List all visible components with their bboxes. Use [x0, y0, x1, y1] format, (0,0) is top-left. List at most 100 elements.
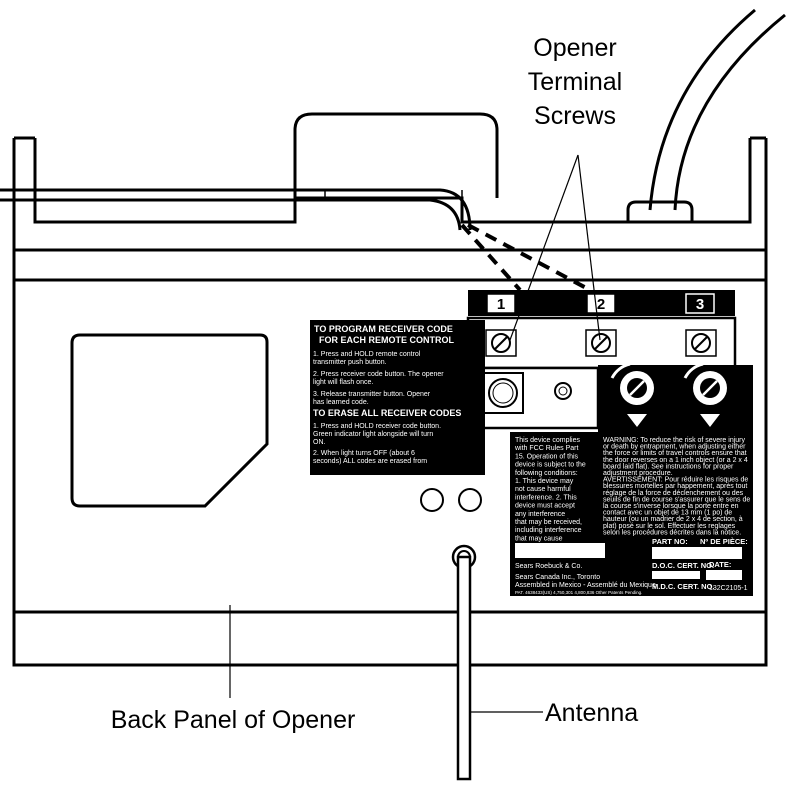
maker-line2: Sears Canada Inc., Toronto: [515, 574, 600, 581]
indicator-buttons: [420, 488, 482, 512]
terminal-2-label: 2: [597, 296, 605, 313]
warning-line: the force or limits of travel controls e…: [603, 450, 747, 457]
svg-text:2. Press receiver code button.: 2. Press receiver code button. The opene…: [313, 371, 444, 378]
fcc-line: device is subject to the: [515, 462, 586, 469]
power-cord: [626, 8, 786, 222]
terminal-3-label: 3: [696, 296, 704, 313]
avertissement-line: plat) posé sur le sol. Effectuer les reg…: [603, 523, 736, 530]
terminal-screw-2: [585, 329, 617, 357]
callout-back-panel: Back Panel of Opener: [111, 605, 356, 734]
svg-text:Antenna: Antenna: [545, 699, 638, 727]
fcc-line: that may cause: [515, 535, 563, 542]
fcc-line: not cause harmful: [515, 486, 571, 493]
svg-text:2. When light turns OFF (about: 2. When light turns OFF (about 6: [313, 450, 415, 457]
terminal-screw-3: [685, 329, 717, 357]
svg-text:Green indicator light alongsid: Green indicator light alongside will tur…: [313, 431, 433, 438]
callout-terminal-line2: Terminal: [528, 68, 622, 96]
fcc-line: any interference: [515, 511, 565, 518]
fcc-line: 1. This device may: [515, 478, 574, 485]
date-label: DATE:: [709, 560, 731, 569]
avertissement-line: hauteur (ou un madrier de 2 x 4 de secti…: [603, 516, 743, 523]
svg-text:PART NO:: PART NO:: [652, 537, 688, 546]
terminal-1-label: 1: [497, 296, 505, 313]
avertissement-line: selon les procédures décrites dans la no…: [603, 529, 741, 536]
part-no-label: PART NO:: [652, 537, 688, 546]
back-panel: [12, 280, 768, 667]
program-instructions-label: TO PROGRAM RECEIVER CODE FOR EACH REMOTE…: [310, 320, 485, 475]
svg-text:TO ERASE ALL RECEIVER CODES: TO ERASE ALL RECEIVER CODES: [313, 408, 461, 418]
opener-housing-top: [12, 112, 768, 282]
callout-antenna: Antenna: [470, 699, 638, 727]
control-area: [466, 362, 753, 437]
program-step2-line2: light will flash once.: [313, 379, 373, 386]
warning-line: board laid flat). See instructions for p…: [603, 463, 734, 470]
svg-text:Nº DE PIÈCE:: Nº DE PIÈCE:: [700, 537, 748, 546]
callout-terminal-line3: Screws: [534, 102, 616, 130]
warning-line: adjustment procedure.: [603, 470, 673, 477]
program-step1-line1: 1. Press and HOLD remote control: [313, 351, 421, 358]
terminal-screw-1: [485, 329, 517, 357]
program-step1-line2: transmitter push button.: [313, 359, 387, 366]
callout-terminal-screws: Opener Terminal Screws: [509, 34, 622, 341]
program-heading-line2: FOR EACH REMOTE CONTROL: [319, 335, 454, 345]
svg-text:Sears Roebuck & Co.: Sears Roebuck & Co.: [515, 563, 582, 570]
program-step3-line2: has learned code.: [313, 399, 369, 406]
callout-antenna-text: Antenna: [545, 699, 638, 727]
erase-step1-line2: Green indicator light alongside will tur…: [313, 431, 433, 438]
program-step2-line1: 2. Press receiver code button. The opene…: [313, 371, 444, 378]
doc-cert-label: D.O.C. CERT. NO.: [652, 561, 714, 570]
fcc-line: device must accept: [515, 503, 575, 510]
svg-text:transmitter push button.: transmitter push button.: [313, 359, 387, 366]
maker-line1: Sears Roebuck & Co.: [515, 563, 582, 570]
warning-line: WARNING: To reduce the risk of severe in…: [603, 437, 745, 444]
limit-knob-left: [610, 362, 654, 427]
erase-heading: TO ERASE ALL RECEIVER CODES: [313, 408, 461, 418]
svg-text:Back Panel of Opener: Back Panel of Opener: [111, 706, 356, 734]
erase-step2-line1: 2. When light turns OFF (about 6: [313, 450, 415, 457]
program-heading-line1: TO PROGRAM RECEIVER CODE: [314, 324, 453, 334]
fcc-line: that may be received,: [515, 519, 582, 526]
svg-text:DATE:: DATE:: [709, 560, 731, 569]
antenna[interactable]: [451, 544, 477, 781]
svg-text:light will flash once.: light will flash once.: [313, 379, 373, 386]
avertissement-line: seuils de fin de course s'assurer que le…: [603, 496, 750, 503]
svg-text:D.O.C. CERT. NO.: D.O.C. CERT. NO.: [652, 561, 714, 570]
avertissement-line: blessures mortelles par happement, après…: [603, 483, 747, 490]
avertissement-line: réglage de la force de déclenchement ou …: [603, 490, 744, 497]
svg-text:has learned code.: has learned code.: [313, 399, 369, 406]
fcc-line: interference. 2. This: [515, 494, 577, 501]
svg-text:seconds) ALL codes are erased: seconds) ALL codes are erased from: [313, 458, 427, 465]
callout-terminal-line1: Opener: [533, 34, 616, 62]
maker-line3: Assembled in Mexico - Assemblé du Mexiqu…: [515, 582, 656, 589]
erase-step1-line1: 1. Press and HOLD receiver code button.: [313, 423, 441, 430]
callout-back-panel-text: Back Panel of Opener: [111, 706, 356, 734]
svg-text:Terminal: Terminal: [528, 68, 622, 96]
mdc-cert-label: M.D.C. CERT. NO.: [652, 582, 715, 591]
fcc-line: following conditions:: [515, 470, 578, 477]
fcc-line: including interference: [515, 527, 582, 534]
warning-text-block: WARNING: To reduce the risk of severe in…: [603, 437, 750, 536]
wire: [0, 188, 472, 231]
label-code: 132C2105-1: [709, 585, 748, 592]
svg-text:1. Press and HOLD remote contr: 1. Press and HOLD remote control: [313, 351, 421, 358]
patents-text: PAT. 4638433(US) 4,750,301 4,800,836 Oth…: [515, 590, 642, 595]
erase-step2-line2: seconds) ALL codes are erased from: [313, 458, 427, 465]
no-piece-label: Nº DE PIÈCE:: [700, 537, 748, 546]
erase-step1-line3: ON.: [313, 439, 326, 446]
svg-text:TO PROGRAM RECEIVER CODE: TO PROGRAM RECEIVER CODE: [314, 324, 453, 334]
avertissement-line: AVERTISSEMENT: Pour réduire les risques …: [603, 477, 748, 484]
fcc-line: 15. Operation of this: [515, 453, 579, 460]
svg-text:PAT. 4638433(US) 4,750,301 4,8: PAT. 4638433(US) 4,750,301 4,800,836 Oth…: [515, 590, 642, 595]
svg-text:132C2105-1: 132C2105-1: [709, 585, 748, 592]
svg-text:1. Press and HOLD receiver cod: 1. Press and HOLD receiver code button.: [313, 423, 441, 430]
fcc-line: This device complies: [515, 437, 580, 444]
warning-line: the door reverses on a 1 inch object (or…: [603, 457, 748, 464]
warning-line: or death by entrapment, when adjusting e…: [603, 444, 746, 451]
svg-text:Sears Canada Inc., Toronto: Sears Canada Inc., Toronto: [515, 574, 600, 581]
svg-text:Assembled in Mexico - Assemblé: Assembled in Mexico - Assemblé du Mexiqu…: [515, 582, 656, 589]
fcc-line: with FCC Rules Part: [514, 445, 578, 452]
avertissement-line: contact avec un objet de 13 mm (1 po) de: [603, 510, 732, 517]
terminal-strip: 1 2 3: [466, 290, 737, 370]
